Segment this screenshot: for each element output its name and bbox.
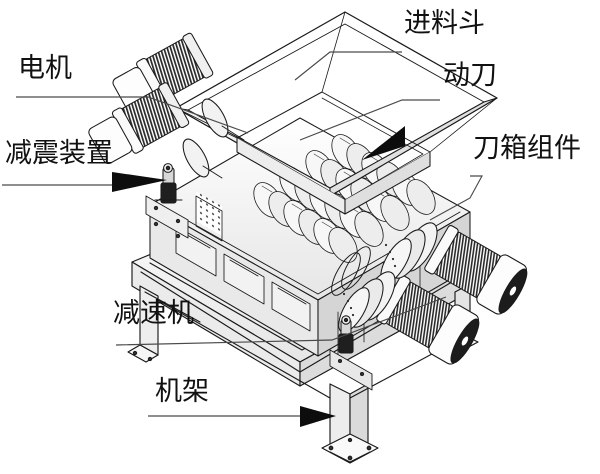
- callout-label-moving-blade: 动刀: [443, 60, 497, 91]
- arrowhead-moving-blade: [362, 126, 405, 160]
- leader-line-motor: [16, 96, 249, 134]
- arrowhead-frame: [300, 406, 336, 427]
- callout-label-hopper: 进料斗: [404, 8, 485, 39]
- leader-line-cutter-box: [429, 175, 483, 221]
- callout-label-cutter-box: 刀箱组件: [473, 133, 581, 164]
- callout-label-frame: 机架: [155, 376, 209, 407]
- gear-reducer: [331, 222, 438, 333]
- leader-line-hopper: [294, 51, 402, 81]
- leader-line-moving-blade: [299, 99, 440, 141]
- motor-assembly-right: [331, 222, 528, 365]
- callout-label-motor: 电机: [18, 53, 72, 84]
- arrowhead-damper: [112, 172, 167, 192]
- mount-brackets: [145, 195, 373, 391]
- leader-line-reducer: [115, 296, 447, 346]
- callout-label-reducer: 减速机: [113, 298, 194, 329]
- callout-label-damper: 减震装置: [5, 138, 113, 169]
